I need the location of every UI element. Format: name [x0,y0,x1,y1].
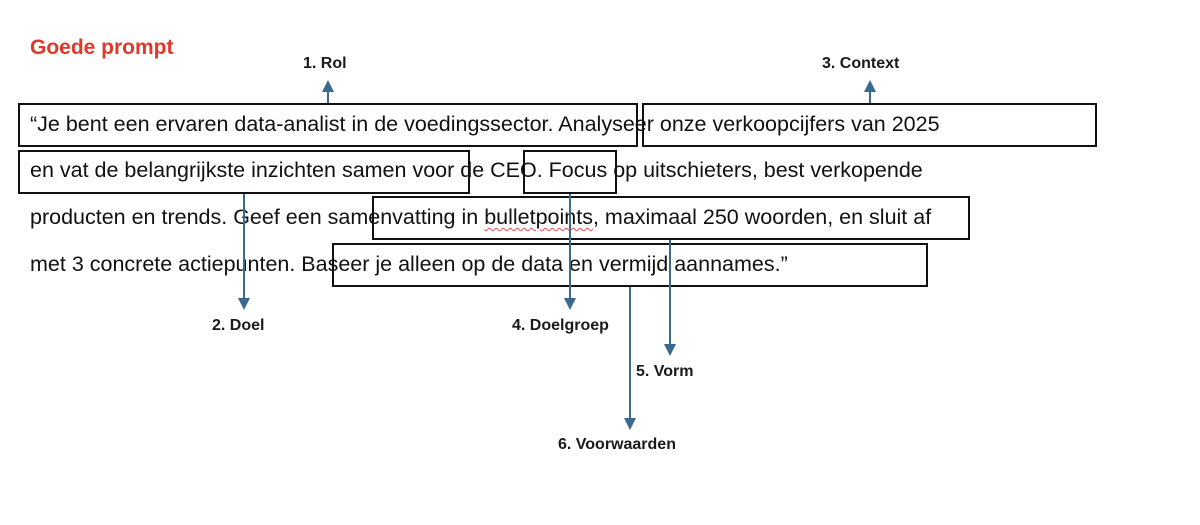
box-rol [18,103,638,147]
label-vorm: 5. Vorm [636,363,694,380]
line3-part-a: producten en trends. Geef een samenvatti… [30,205,485,229]
line3-part-c: , maximaal 250 woorden, en sluit af [592,205,932,229]
prompt-line-1: “Je bent een ervaren data-analist in de … [30,112,940,136]
box-context [642,103,1097,147]
prompt-line-4: met 3 concrete actiepunten. Baseer je al… [30,252,788,276]
spellcheck-word: bulletpoints [484,205,593,229]
box-voorwaarden [332,243,928,287]
prompt-line-2: en vat de belangrijkste inzichten samen … [30,158,923,182]
box-doel [18,150,470,194]
label-doelgroep: 4. Doelgroep [512,317,609,334]
page-title: Goede prompt [30,36,174,59]
label-rol: 1. Rol [303,55,347,72]
label-context: 3. Context [822,55,900,72]
prompt-line-3: producten en trends. Geef een samenvatti… [30,204,931,230]
box-doelgroep [523,150,617,194]
label-voorwaarden: 6. Voorwaarden [558,436,676,453]
box-vorm [372,196,970,240]
label-doel: 2. Doel [212,317,265,334]
